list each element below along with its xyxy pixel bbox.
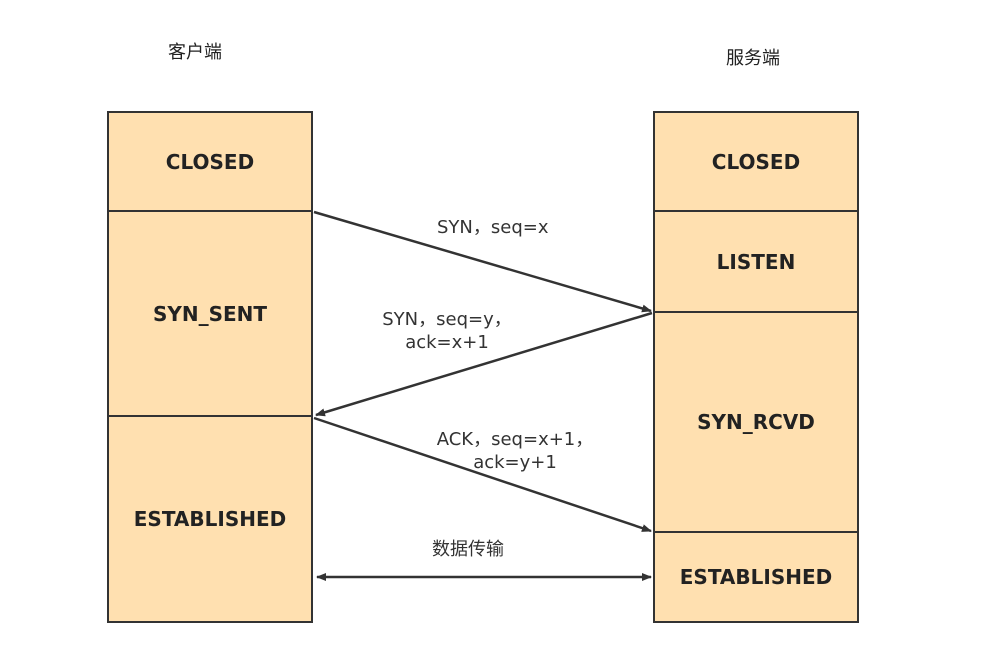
server-state-established: ESTABLISHED	[653, 533, 859, 623]
client-title: 客户端	[168, 42, 222, 63]
syn-ack-label: SYN，seq=y， ack=x+1	[382, 308, 512, 354]
ack-label-line2: ack=y+1	[473, 452, 557, 473]
client-state-closed: CLOSED	[107, 111, 313, 212]
data-transfer-label: 数据传输	[432, 539, 504, 560]
ack-label-line1: ACK，seq=x+1，	[436, 429, 594, 450]
server-state-closed: CLOSED	[653, 111, 859, 212]
ack-arrow	[313, 416, 652, 533]
syn-ack-label-line1: SYN，seq=y，	[382, 309, 512, 330]
server-state-syn-rcvd: SYN_RCVD	[653, 313, 859, 533]
ack-label: ACK，seq=x+1， ack=y+1	[435, 428, 595, 474]
client-state-column: CLOSED SYN_SENT ESTABLISHED	[107, 111, 313, 623]
syn-ack-arrow	[315, 311, 653, 417]
syn-label: SYN，seq=x	[437, 217, 549, 238]
syn-arrow	[313, 210, 652, 313]
server-state-listen: LISTEN	[653, 212, 859, 313]
server-state-column: CLOSED LISTEN SYN_RCVD ESTABLISHED	[653, 111, 859, 623]
server-title: 服务端	[726, 48, 780, 69]
client-state-syn-sent: SYN_SENT	[107, 212, 313, 417]
client-state-established: ESTABLISHED	[107, 417, 313, 623]
syn-ack-label-line2: ack=x+1	[405, 332, 489, 353]
